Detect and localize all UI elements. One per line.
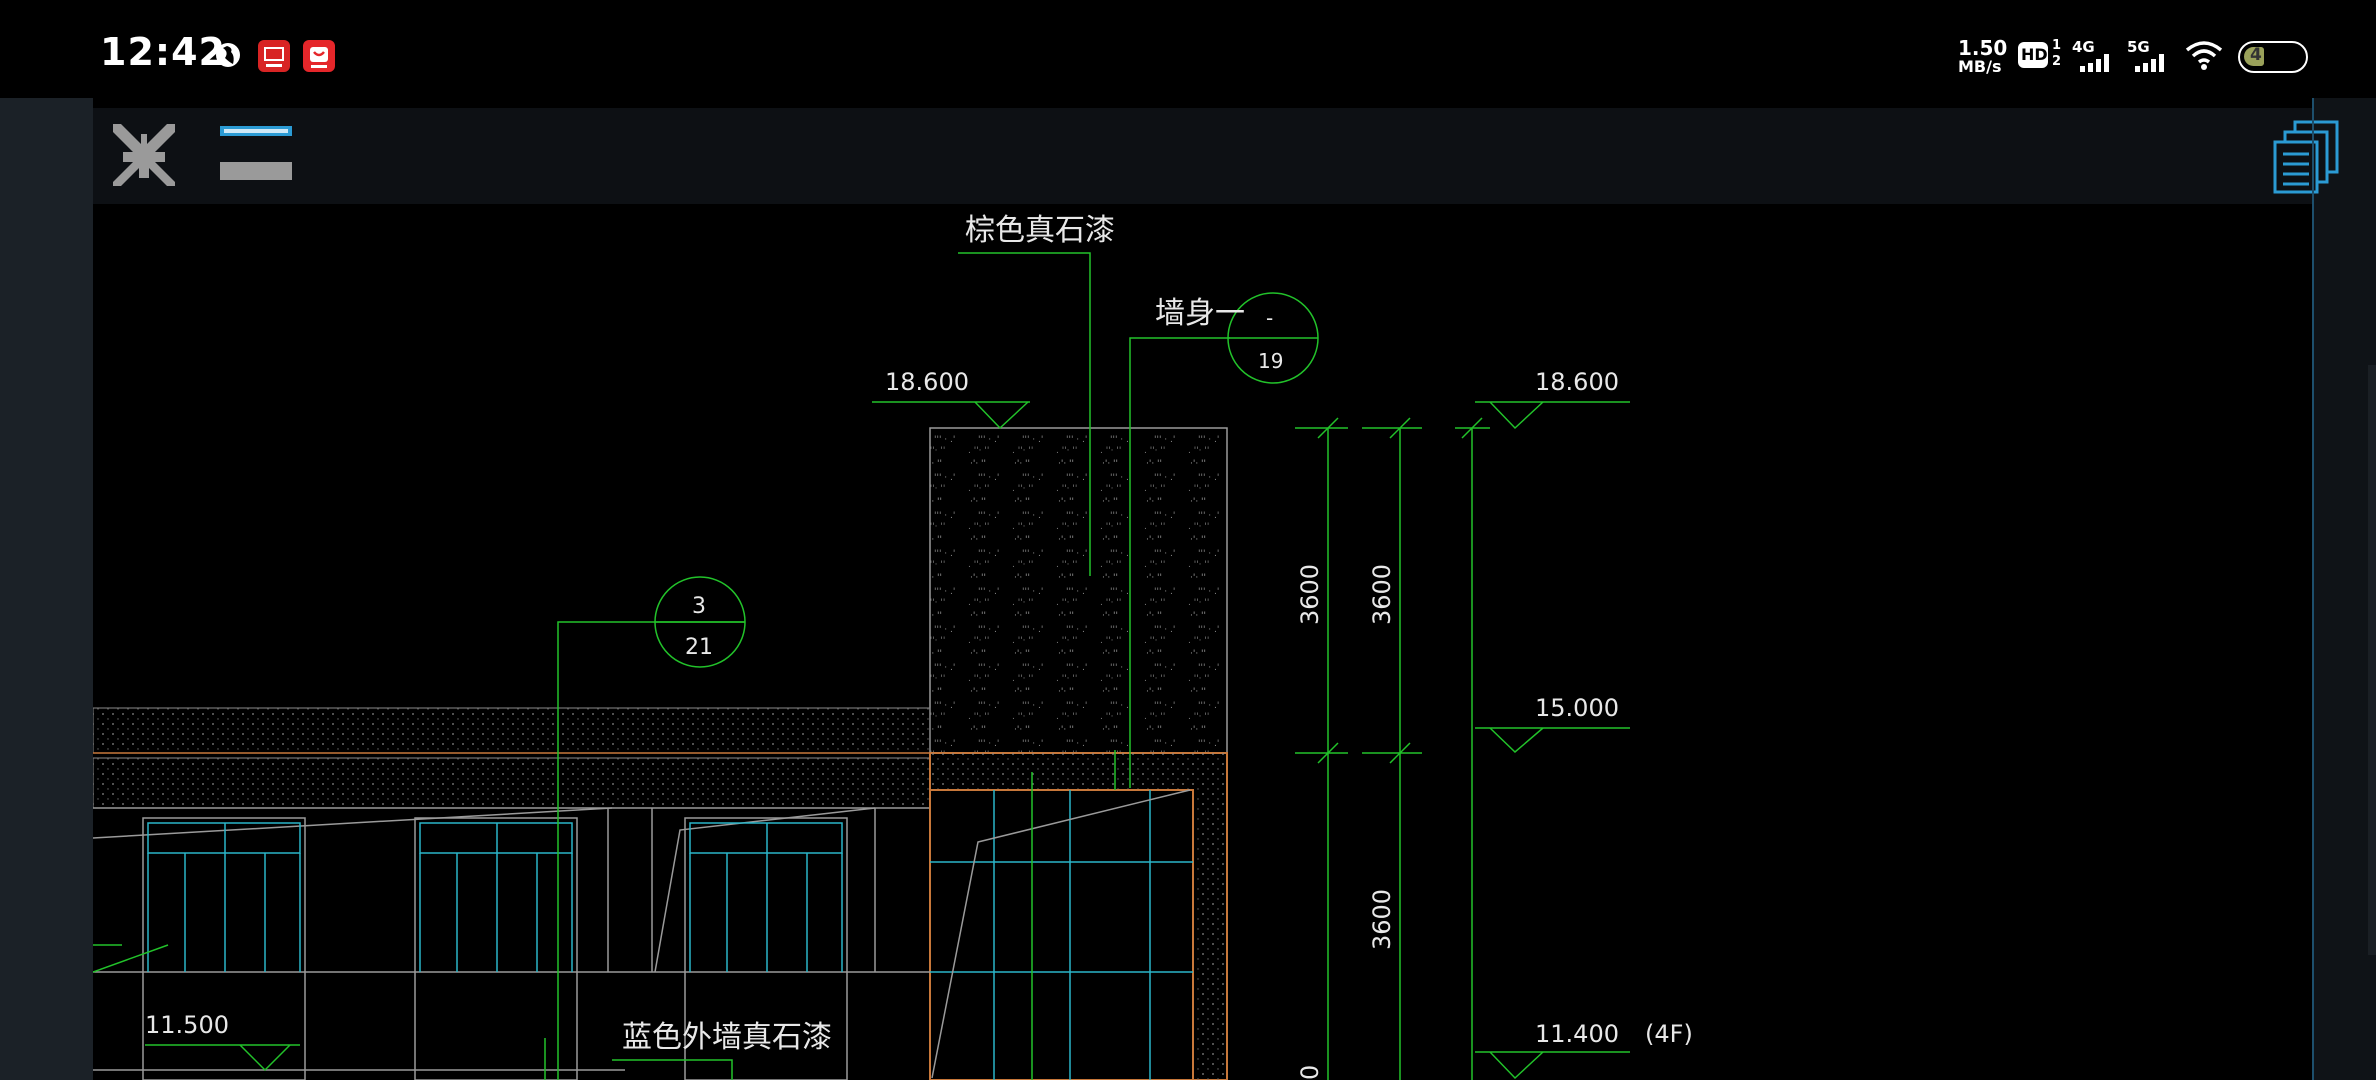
dimension-3600-c: 3600 [1368,889,1396,950]
label-wall-section: 墙身一 [1155,296,1245,331]
right-side-panel [2313,98,2376,1080]
signal-4g-label: 4G [2072,38,2095,56]
elevation-11-4: 11.400 [1535,1020,1619,1048]
signal-5g-icon [2135,54,2164,72]
dimension-3600-a: 3600 [1296,564,1324,625]
label-brown-stone-paint: 棕色真石漆 [965,213,1115,248]
battery-icon: 4 [2238,41,2308,73]
scroll-indicator[interactable] [2368,365,2376,955]
signal-4g-icon [2080,54,2109,72]
floor-tag: (4F) [1645,1020,1693,1048]
hd-label: HD [2021,45,2048,64]
layers-icon [220,126,292,180]
label-blue-stone-paint: 蓝色外墙真石漆 [622,1020,832,1055]
callout2-bottom-text: 21 [685,635,713,660]
hd-sub-1: 1 [2052,38,2062,53]
signal-5g-label: 5G [2127,38,2150,56]
dotted-band-lower [93,757,931,809]
callout-bottom-text: 19 [1258,349,1283,373]
stacked-pages-icon [2273,120,2339,194]
callout2-top-text: 3 [692,594,706,619]
layers-button[interactable] [218,122,294,186]
app-icon-red-1 [258,40,290,72]
elevation-right-top: 18.600 [1535,368,1619,396]
cad-drawing: ·'· '' ''' · .' . ''· '' [93,213,1693,1080]
elevation-15: 15.000 [1535,694,1619,722]
elevation-11-5: 11.500 [145,1011,229,1039]
stone-column-hatch [929,427,1228,754]
dimension-partial: 0 [1296,1065,1324,1080]
compress-arrows-icon [113,124,175,186]
vpn-icon [216,43,240,67]
callout-top-text: - [1266,306,1273,330]
hd-sub-2: 2 [2052,54,2062,69]
dotted-band-upper [93,707,931,754]
drawing-canvas[interactable]: ·'· '' ''' · .' . ''· '' [93,108,2313,1080]
collapse-button[interactable] [109,120,179,190]
hd-icon: HD [2018,42,2048,68]
top-toolbar [93,108,2339,204]
elevation-left-top: 18.600 [885,368,969,396]
net-speed-value: 1.50 [1958,36,2008,60]
app-icon-red-2 [303,40,335,72]
left-side-panel [0,98,93,1080]
battery-fill [2244,47,2264,66]
right-panel-divider [2312,98,2314,1080]
pages-button[interactable] [2273,118,2343,194]
dimension-3600-b: 3600 [1368,564,1396,625]
battery-level: 4 [2250,45,2262,65]
status-bar: 12:42 1.50 MB/s HD 1 2 4G 5G [0,0,2376,108]
column-window-frame [929,789,1194,1080]
net-speed-unit: MB/s [1958,57,2002,76]
wifi-icon [2185,41,2223,70]
clock: 12:42 [100,30,226,74]
